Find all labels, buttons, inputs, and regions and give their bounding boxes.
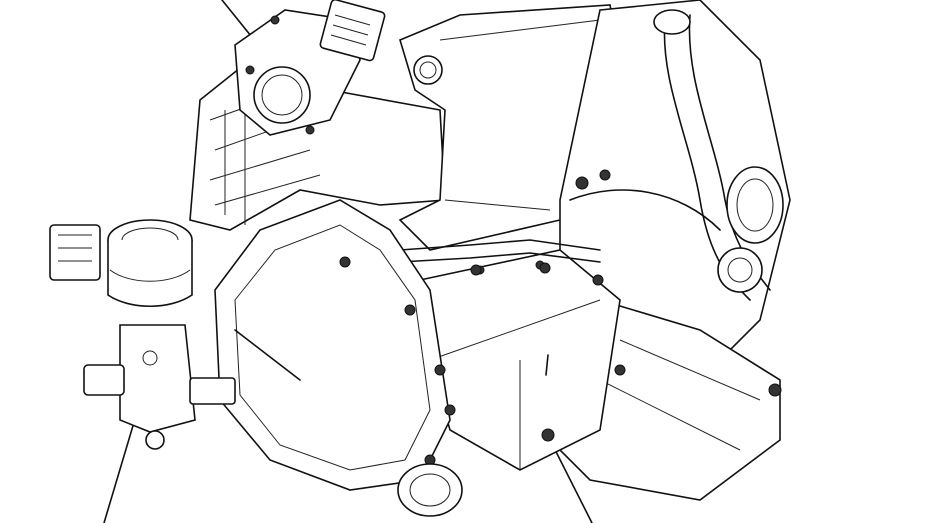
fuel-rail: [399, 239, 604, 286]
lower-throttle-body: [49, 219, 236, 450]
cylinder-cover: [214, 199, 463, 517]
upper-throttle-body: [234, 0, 386, 136]
right-accessories: [559, 0, 791, 381]
